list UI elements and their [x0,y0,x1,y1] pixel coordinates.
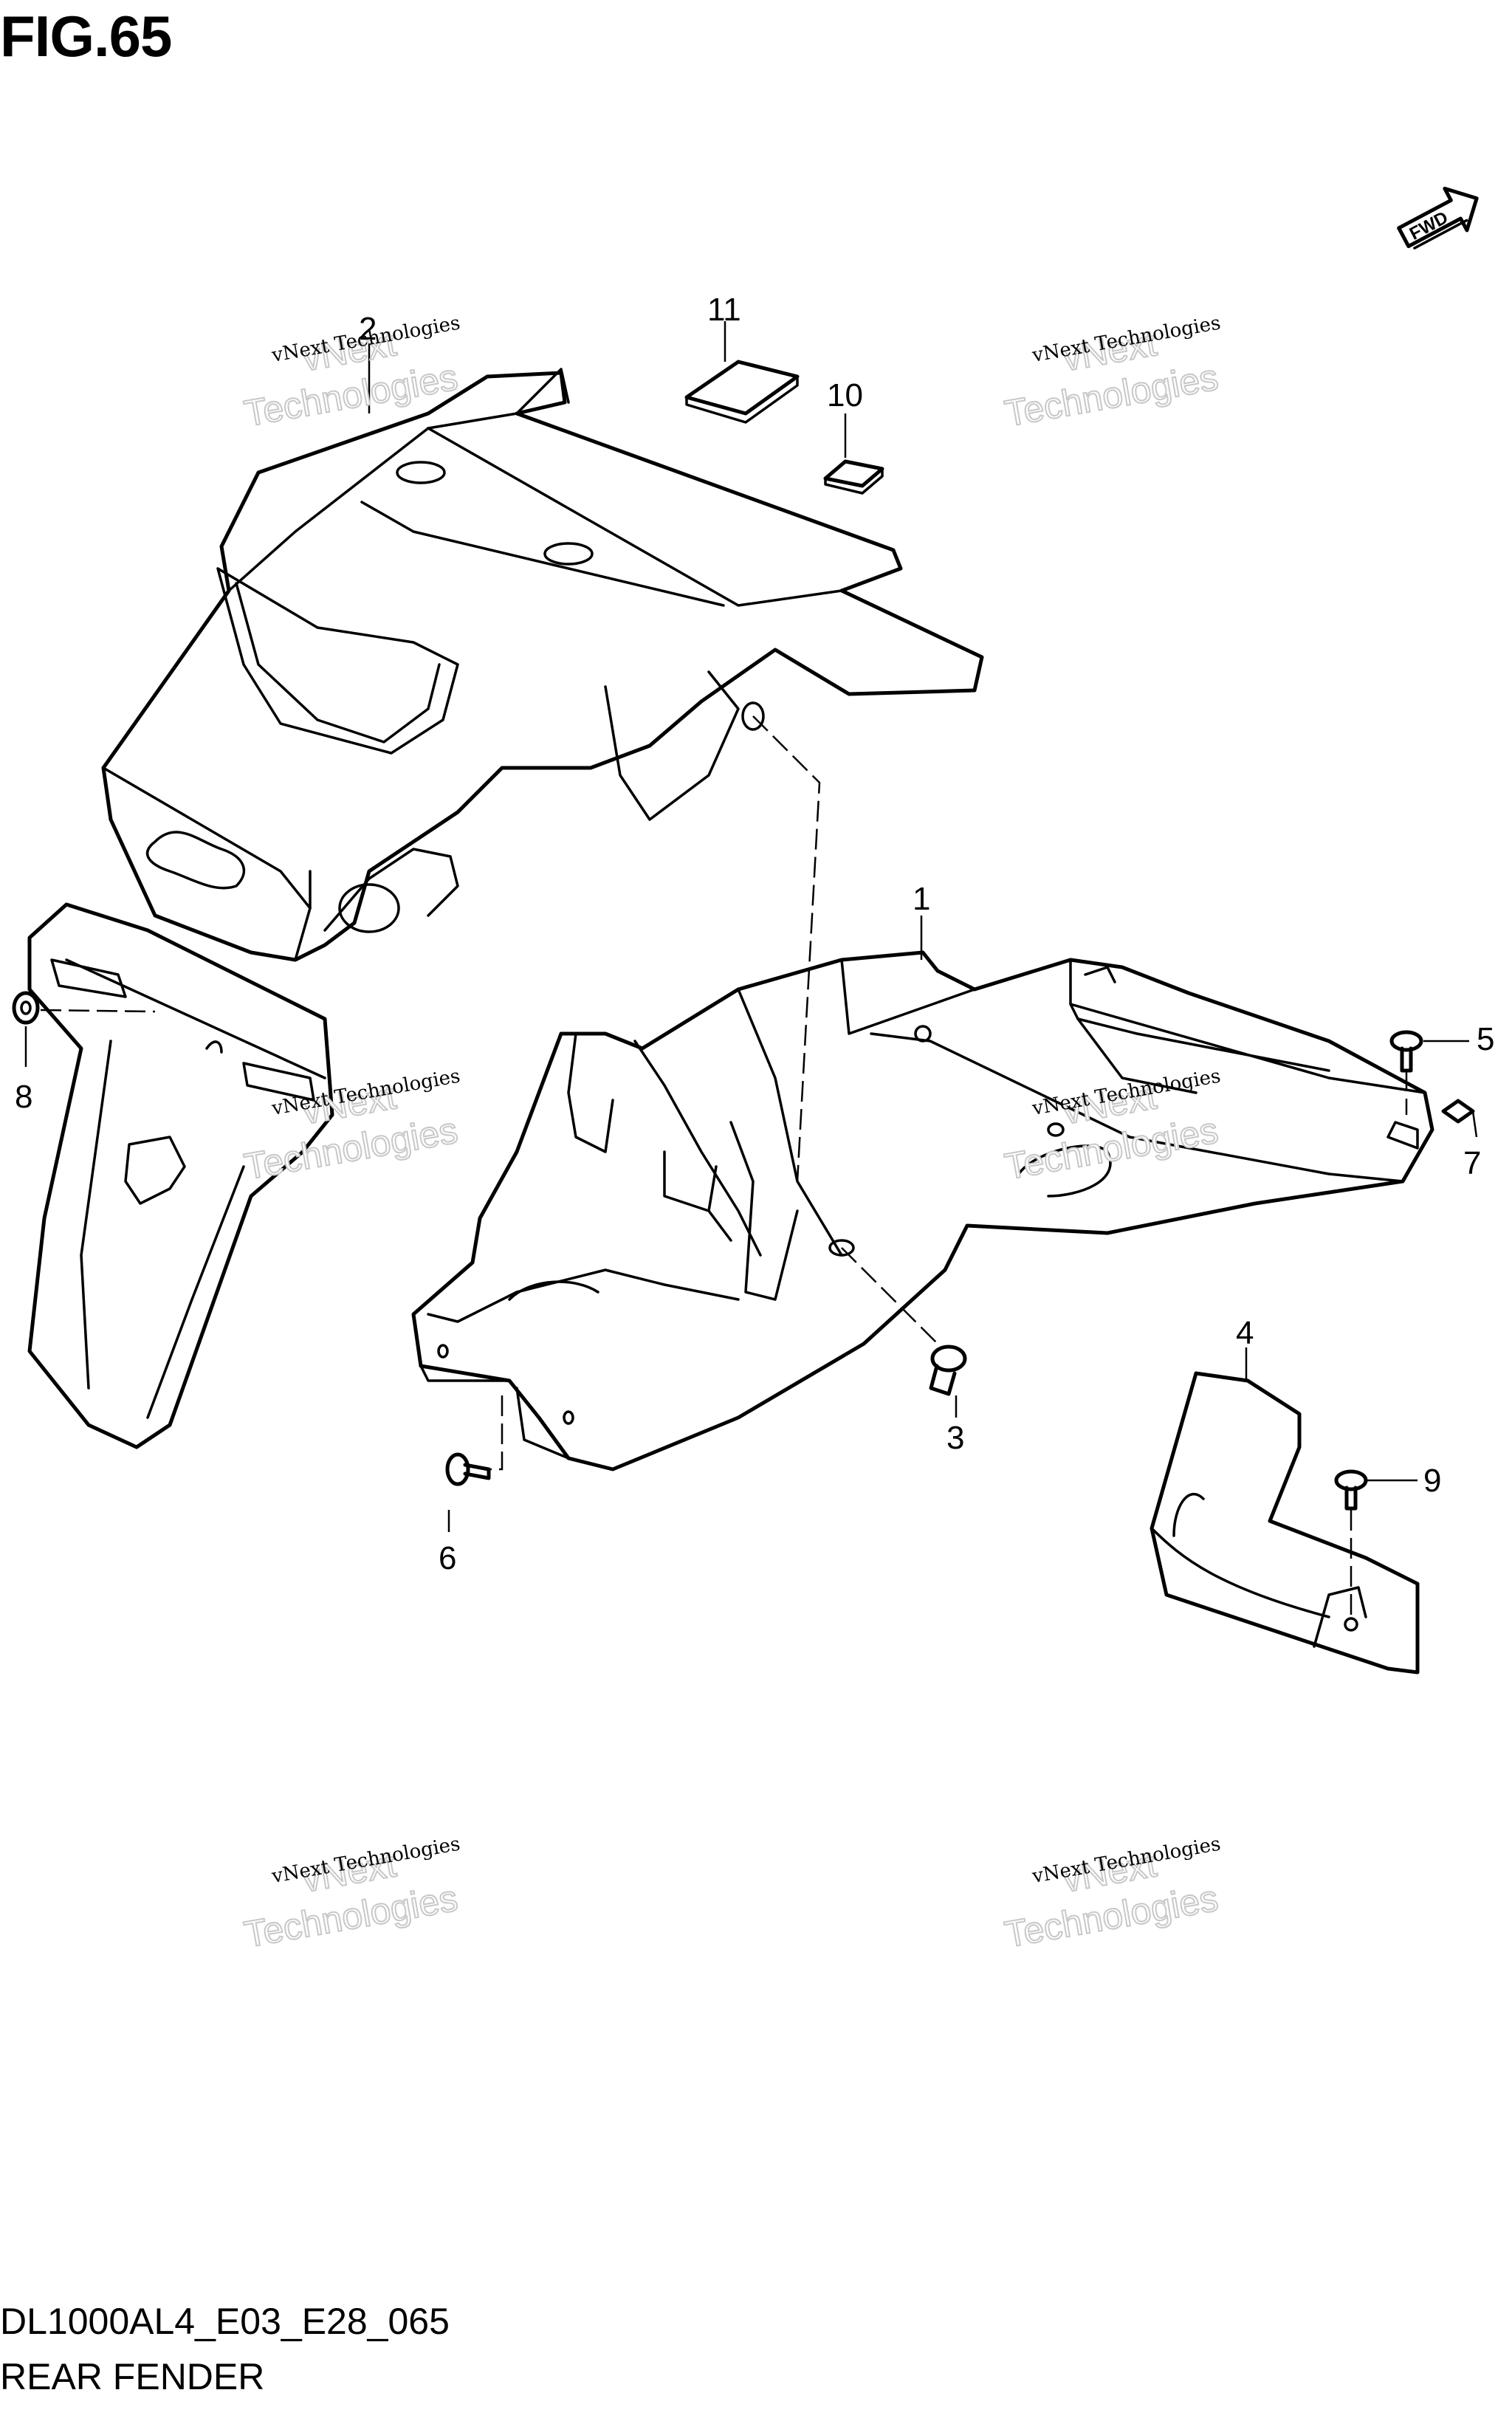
part-11-pad [684,360,800,424]
watermark: Technologies vNext vNext Technologies [241,312,462,435]
callout-9: 9 [1423,1463,1441,1499]
callout-8: 8 [15,1079,32,1115]
clip-nut-7 [1441,1099,1475,1124]
callout-4: 4 [1236,1315,1254,1351]
callout-10: 10 [827,377,863,413]
watermark: Technologies vNext vNext Technologies [1001,312,1223,435]
forward-arrow-icon: FWD [1397,186,1479,250]
diagram-caption: REAR FENDER [0,2356,265,2397]
callout-5: 5 [1477,1021,1494,1057]
part-2-upper-fender [101,368,984,962]
diagram-code: DL1000AL4_E03_E28_065 [0,2301,450,2342]
watermark: Technologies vNext vNext Technologies [1001,1833,1223,1956]
watermark: Technologies vNext vNext Technologies [241,1065,462,1188]
watermark: Technologies vNext vNext Technologies [241,1833,462,1956]
license-plate-bracket [27,902,334,1449]
callout-2: 2 [359,311,377,347]
screw-9 [1334,1469,1368,1511]
part-1-main-fender [411,950,1434,1472]
callout-6: 6 [439,1540,456,1576]
screw-6 [445,1452,491,1486]
callout-7: 7 [1463,1145,1481,1181]
part-4-side-cover [1150,1371,1420,1675]
screw-3 [929,1345,967,1396]
screw-5 [1389,1030,1423,1073]
figure-title: FIG.65 [0,4,172,69]
callout-11: 11 [707,292,741,328]
callout-3: 3 [946,1420,964,1456]
watermark: Technologies vNext vNext Technologies [1001,1065,1223,1188]
callout-1: 1 [913,881,930,917]
part-10-pad [823,459,884,495]
svg-text:vNext: vNext [299,1843,399,1900]
grommet-8 [12,991,40,1025]
